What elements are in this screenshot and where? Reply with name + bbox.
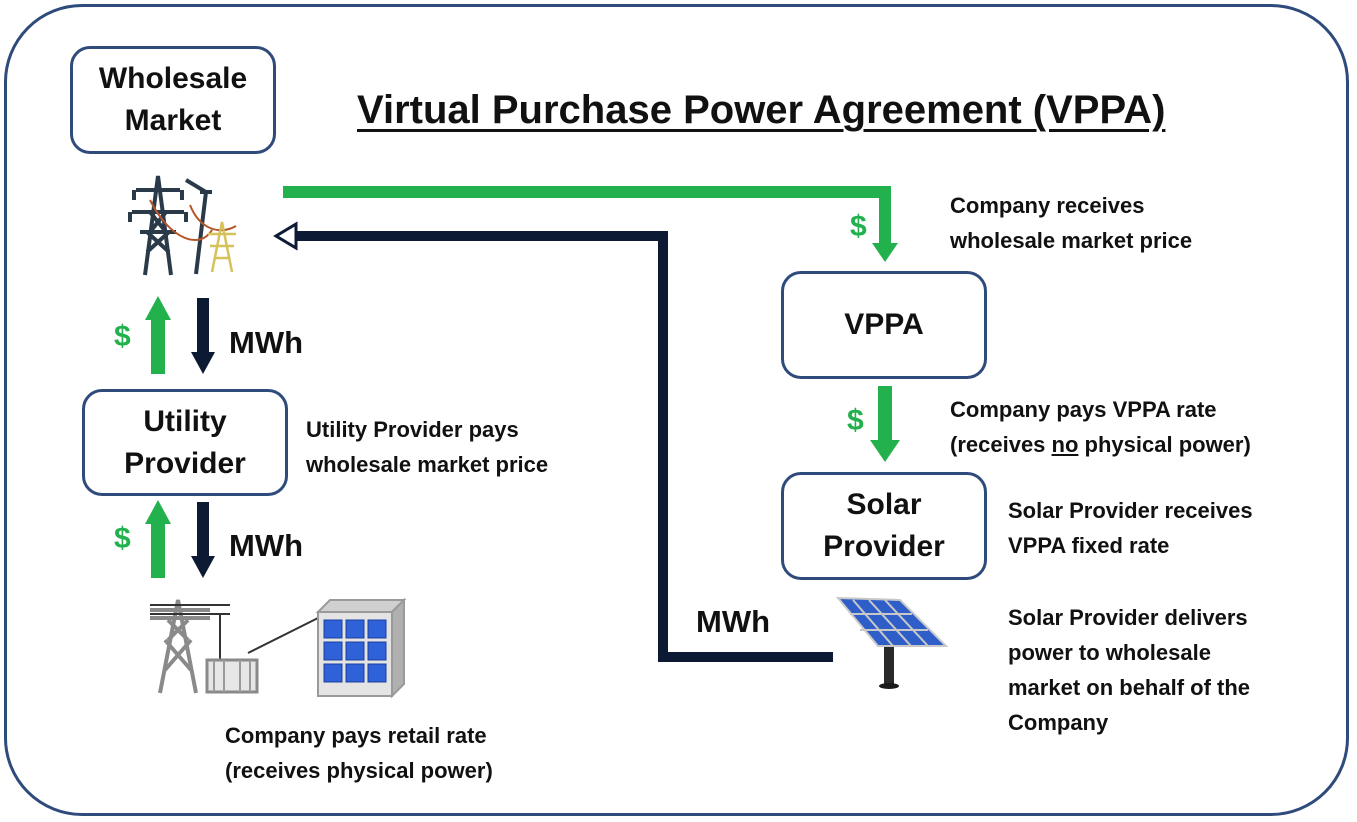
office-building-icon (315, 597, 407, 699)
money-flow-arrow-utility-to-wholesale (145, 296, 171, 374)
solar-panel-icon (835, 596, 949, 689)
annotation-solar-receives: Solar Provider receives VPPA fixed rate (1008, 498, 1253, 558)
wholesale-market-box: Wholesale Market (70, 46, 276, 154)
power-flow-arrow-utility-to-company (191, 502, 215, 578)
annotation-solar-delivers: Solar Provider delivers power to wholesa… (1008, 605, 1251, 735)
wholesale-market-label: Wholesale Market (98, 62, 248, 137)
solar-provider-box: Solar Provider (781, 472, 987, 580)
dollar-label-company-utility: $ (114, 522, 131, 555)
mwh-label-solar: MWh (696, 604, 771, 639)
power-flow-arrow-solar-to-wholesale (273, 221, 833, 662)
annotation-company-pays-vppa: Company pays VPPA rate (receives no phys… (950, 397, 1251, 457)
annotation-company-receives: Company receives wholesale market price (950, 193, 1193, 253)
substation-icon (150, 599, 319, 694)
annotation-utility-pays: Utility Provider pays wholesale market p… (306, 417, 549, 477)
money-flow-arrow-vppa-to-solar (870, 386, 900, 462)
underlined-no: no (1051, 432, 1079, 457)
utility-provider-label: Utility Provider (124, 404, 246, 480)
transmission-tower-icon (128, 175, 237, 276)
power-flow-arrow-wholesale-to-utility (191, 298, 215, 374)
solar-provider-label: Solar Provider (823, 488, 945, 563)
vppa-box: VPPA (781, 271, 987, 379)
dollar-label-to-vppa: $ (850, 210, 867, 243)
dollar-label-utility-wholesale: $ (114, 320, 131, 353)
mwh-label-utility-company: MWh (229, 528, 304, 563)
mwh-label-wholesale-utility: MWh (229, 325, 304, 360)
money-flow-arrow-wholesale-to-vppa (283, 186, 898, 262)
diagram-frame (4, 4, 1349, 816)
annotation-company-pays-retail: Company pays retail rate (receives physi… (225, 723, 493, 783)
utility-provider-box: Utility Provider (82, 389, 288, 496)
diagram-title: Virtual Purchase Power Agreement (VPPA) (357, 88, 1166, 132)
vppa-label: VPPA (844, 308, 924, 341)
dollar-label-vppa-to-solar: $ (847, 404, 864, 437)
money-flow-arrow-company-to-utility (145, 500, 171, 578)
